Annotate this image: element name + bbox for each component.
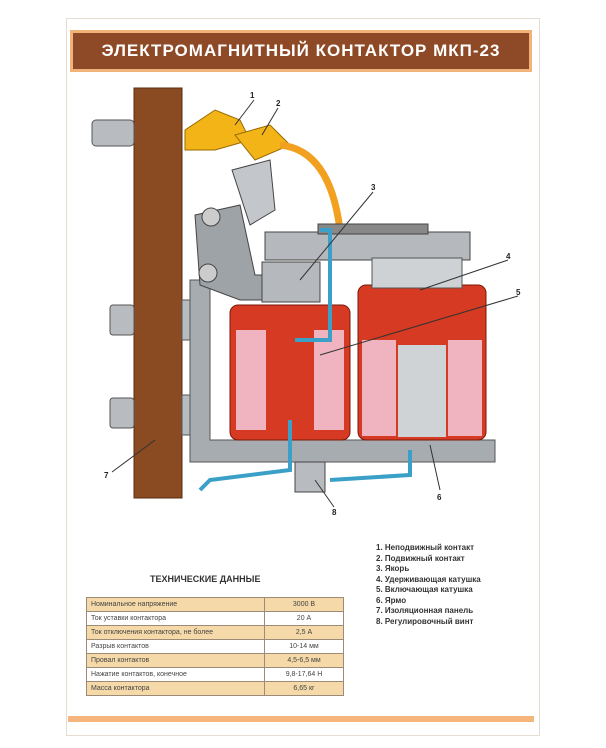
callout-8: 8 [332, 508, 337, 517]
legend-item: 3. Якорь [376, 564, 410, 573]
legend-item: 6. Ярмо [376, 595, 407, 605]
value: 2,5 А [264, 625, 344, 640]
legend-item: 1. Неподвижный контакт [376, 543, 475, 552]
table-title: ТЕХНИЧЕСКИЕ ДАННЫЕ [150, 574, 261, 584]
param: Нажатие контактов, конечное [86, 667, 265, 682]
armature-bar [317, 223, 429, 235]
legend-item: 2. Подвижный контакт [376, 553, 465, 563]
value: 10-14 мм [264, 639, 344, 654]
legend-item: 4. Удерживающая катушка [376, 574, 481, 584]
callout-4: 4 [506, 252, 511, 261]
legend-item: 8. Регулировочный винт [376, 616, 474, 626]
legend-item: 7. Изоляционная панель [376, 606, 474, 615]
callout-5: 5 [516, 288, 521, 297]
insulation-panel [133, 87, 183, 499]
legend-item: 5. Включающая катушка [376, 585, 473, 594]
param: Провал контактов [86, 653, 265, 668]
armature-block [261, 261, 321, 303]
value: 9,8-17,64 Н [264, 667, 344, 682]
param: Разрыв контактов [86, 639, 265, 654]
bottom-stripe [68, 716, 534, 722]
value: 3000 В [264, 597, 344, 612]
wires [198, 228, 412, 492]
pivot [201, 207, 221, 227]
param: Ток отключения контактора, не более [86, 625, 265, 640]
callout-3: 3 [371, 183, 376, 192]
callout-6: 6 [437, 493, 442, 502]
coil-cap [371, 257, 463, 289]
param: Номинальное напряжение [86, 597, 265, 612]
pivot [198, 263, 218, 283]
value: 4,5-6,5 мм [264, 653, 344, 668]
leader-lines [111, 99, 519, 508]
value: 20 А [264, 611, 344, 626]
callout-7: 7 [104, 471, 109, 480]
callout-1: 1 [250, 91, 255, 100]
value: 6,65 кг [264, 681, 344, 696]
coil-winding [362, 340, 396, 436]
coil-winding [314, 330, 344, 430]
coil-winding [236, 330, 266, 430]
param: Масса контактора [86, 681, 265, 696]
poster-title: ЭЛЕКТРОМАГНИТНЫЙ КОНТАКТОР МКП-23 [70, 30, 532, 72]
param: Ток уставки контактора [86, 611, 265, 626]
spring [231, 159, 276, 226]
top-plate [264, 231, 471, 261]
coil-core [398, 345, 446, 437]
flex-lead [279, 141, 344, 231]
legend: 1. Неподвижный контакт 2. Подвижный конт… [376, 543, 481, 627]
fixed-contact [184, 109, 251, 151]
callout-2: 2 [276, 99, 281, 108]
coil-winding [448, 340, 482, 436]
